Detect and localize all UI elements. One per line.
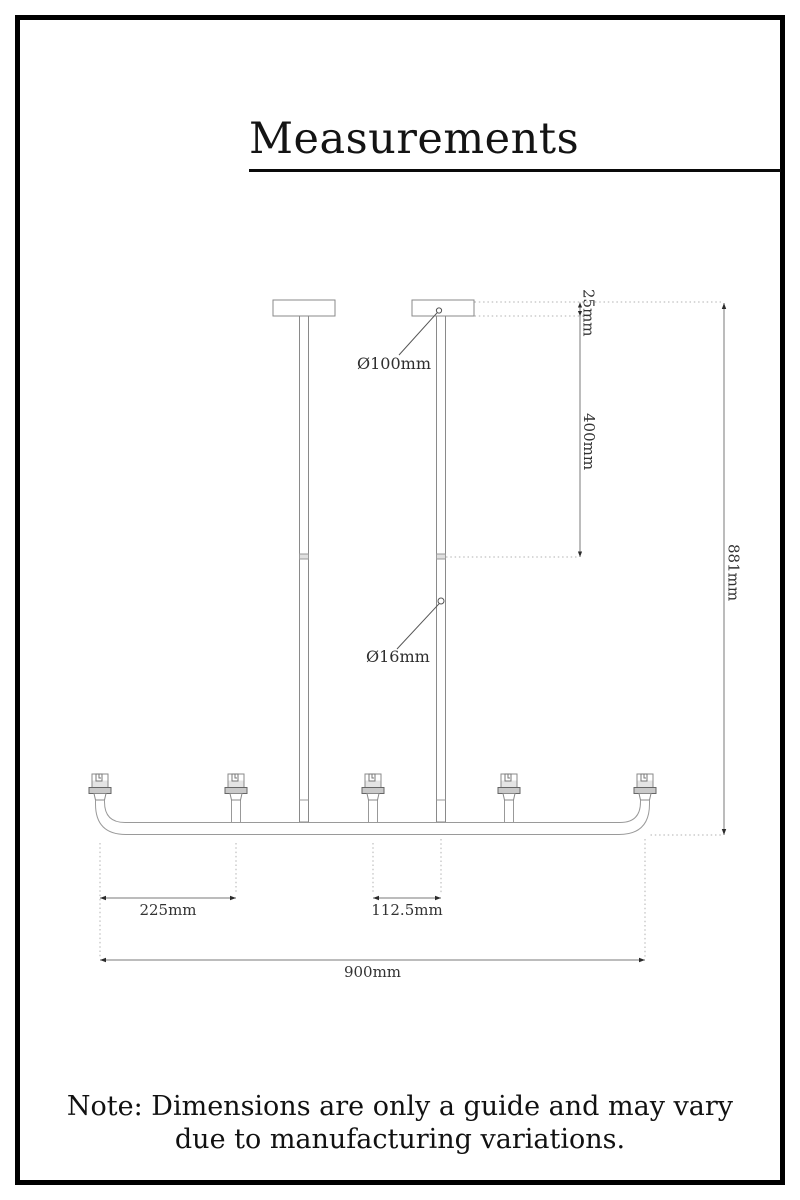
suspension-rod-left [299, 315, 309, 823]
lamp-holder-1 [88, 773, 112, 801]
page-title: Measurements [249, 114, 580, 164]
dim-canopy-depth-25mm: 25mm [577, 289, 598, 557]
lamp-holder-2 [224, 773, 248, 823]
lamp-holder-4 [497, 773, 521, 823]
fixture-bar [95, 800, 650, 835]
dim-rod-offset-112-5mm: 112.5mm [371, 895, 443, 919]
label-rod-upper: 400mm [580, 413, 598, 470]
callout-canopy-diameter: Ø100mm [357, 307, 443, 373]
dim-total-drop-881mm: 881mm [650, 303, 743, 836]
label-canopy-depth: 25mm [580, 289, 598, 337]
label-rod-offset: 112.5mm [371, 901, 442, 919]
ceiling-plate-right [411, 299, 475, 317]
label-total-width: 900mm [344, 963, 401, 981]
lamp-holder-5 [633, 773, 657, 801]
ceiling-plate-left [272, 299, 336, 317]
dim-holder-spacing-225mm: 225mm [100, 895, 236, 919]
dim-total-width-900mm: 900mm [100, 957, 645, 981]
label-tube-diameter: Ø16mm [366, 647, 430, 666]
label-canopy-diameter: Ø100mm [357, 354, 431, 373]
lamp-holder-3 [361, 773, 385, 823]
dim-rod-upper-400mm: 400mm [446, 413, 598, 558]
fixture-drawing [88, 299, 657, 835]
dimensions: 25mm 400mm 881mm Ø100mm Ø16mm [99, 289, 743, 981]
callout-tube-diameter: Ø16mm [366, 597, 445, 666]
suspension-rod-right [436, 315, 446, 823]
label-total-drop: 881mm [725, 544, 743, 601]
label-holder-spacing: 225mm [139, 901, 196, 919]
title-underline [249, 169, 781, 172]
note-text: Note: Dimensions are only a guide and ma… [66, 1091, 734, 1156]
